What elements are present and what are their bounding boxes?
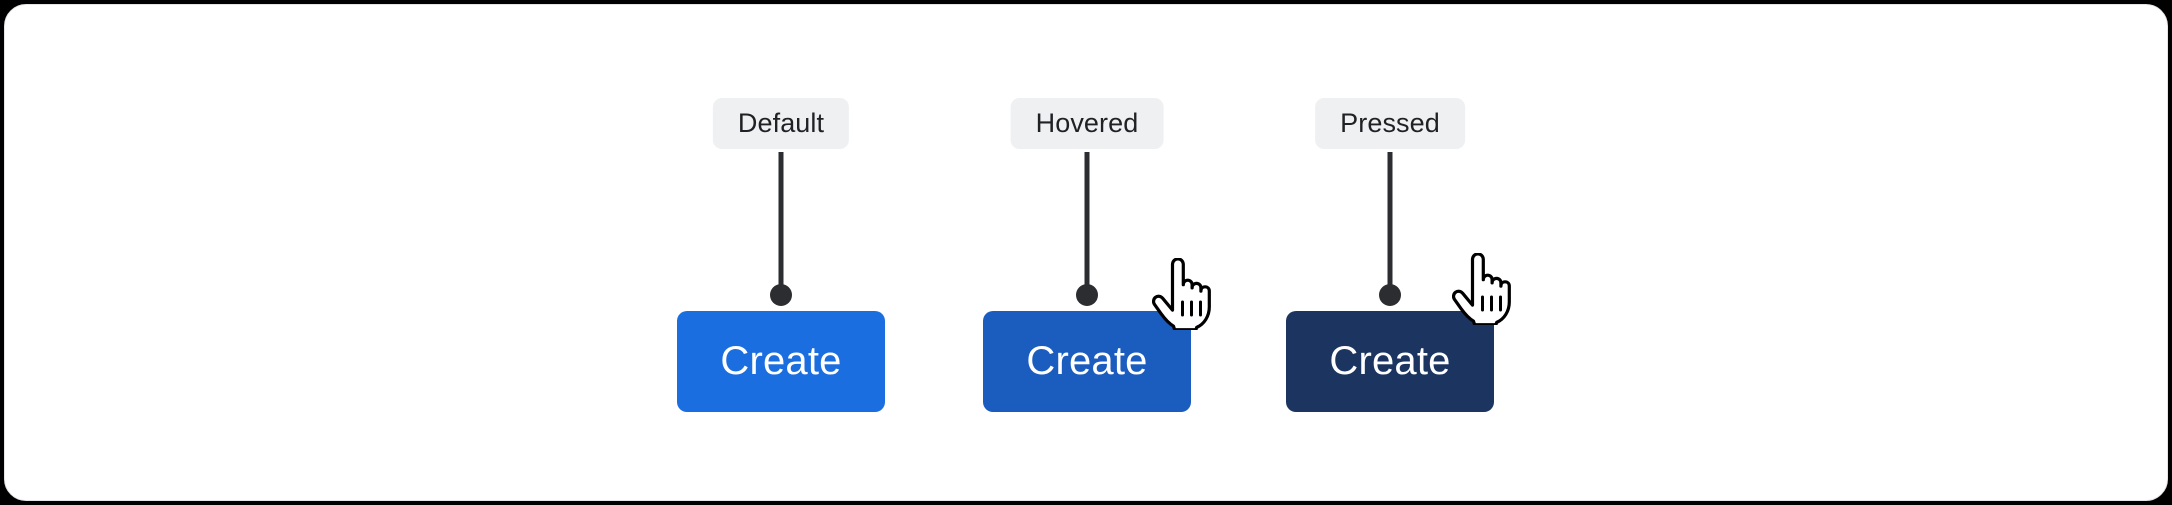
create-button-pressed[interactable]: Create bbox=[1286, 311, 1494, 412]
connector-line-default bbox=[778, 152, 784, 286]
connector-dot-default bbox=[770, 284, 792, 306]
state-column-pressed: Pressed Create bbox=[1286, 0, 1494, 505]
connector-dot-hovered bbox=[1076, 284, 1098, 306]
create-button-default-label: Create bbox=[720, 339, 842, 383]
connector-dot-pressed bbox=[1379, 284, 1401, 306]
create-button-pressed-label: Create bbox=[1329, 339, 1451, 383]
state-label-hovered: Hovered bbox=[1010, 98, 1164, 149]
state-label-default: Default bbox=[712, 98, 850, 149]
state-label-pressed: Pressed bbox=[1315, 98, 1465, 149]
state-column-default: Default Create bbox=[677, 0, 885, 505]
create-button-default[interactable]: Create bbox=[677, 311, 885, 412]
create-button-hovered-label: Create bbox=[1026, 339, 1148, 383]
create-button-hovered[interactable]: Create bbox=[983, 311, 1191, 412]
state-column-hovered: Hovered Create bbox=[983, 0, 1191, 505]
connector-line-hovered bbox=[1084, 152, 1090, 286]
connector-line-pressed bbox=[1387, 152, 1393, 286]
